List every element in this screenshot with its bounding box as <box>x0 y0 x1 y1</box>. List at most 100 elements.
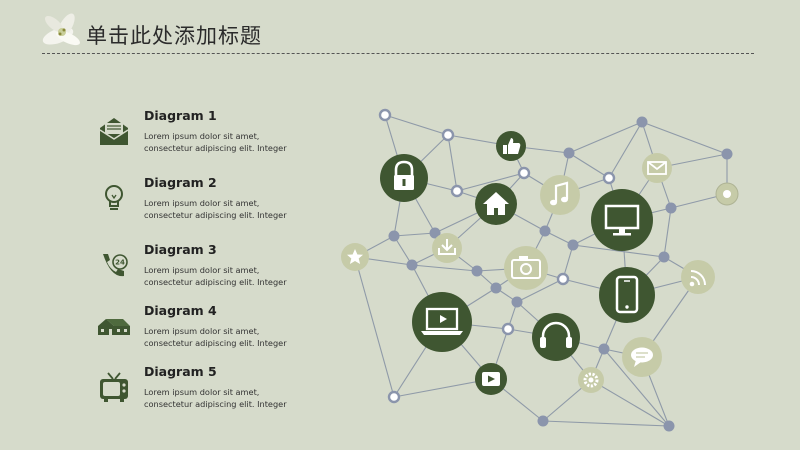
home-icon <box>483 192 509 215</box>
diagram-label: Diagram 5 <box>144 364 217 379</box>
diagram-label: Diagram 4 <box>144 303 217 318</box>
slide-header: 单击此处添加标题 <box>0 0 800 56</box>
network-dot <box>663 420 675 432</box>
diagram-description: Lorem ipsum dolor sit amet, consectetur … <box>144 131 287 153</box>
lily-flower-icon <box>42 13 80 46</box>
smartphone-icon <box>615 275 639 314</box>
page-title[interactable]: 单击此处添加标题 <box>86 24 262 48</box>
network-connection <box>542 420 670 427</box>
mail-icon <box>647 161 667 175</box>
network-ring-dot <box>387 390 401 404</box>
network-connection <box>663 207 672 258</box>
laptop-icon <box>421 307 463 335</box>
play-node[interactable] <box>475 363 507 395</box>
music-node[interactable] <box>540 175 580 215</box>
camera-icon <box>511 256 541 279</box>
network-connection <box>447 134 458 192</box>
camera-node[interactable] <box>504 246 548 290</box>
list-item-diagram-3: 24 Diagram 3 Lorem ipsum dolor sit amet,… <box>95 242 355 298</box>
diagram-label: Diagram 2 <box>144 175 217 190</box>
network-connection <box>456 172 525 192</box>
network-connection <box>393 378 492 398</box>
lock-node[interactable] <box>380 154 428 202</box>
network-small-nodes <box>378 108 739 432</box>
diagram-description: Lorem ipsum dolor sit amet, consectetur … <box>144 326 287 348</box>
network-ring-dot <box>441 128 455 142</box>
svg-text:24: 24 <box>115 259 125 267</box>
star-icon <box>347 249 363 264</box>
network-dot <box>511 296 523 308</box>
network-dot <box>471 265 483 277</box>
house-icon <box>98 319 130 335</box>
smartphone-node[interactable] <box>599 267 655 323</box>
network-ring-dot <box>517 166 531 180</box>
network-dot <box>388 230 400 242</box>
chat-icon <box>631 347 653 367</box>
network-ring-dot <box>556 272 570 286</box>
network-dot <box>539 225 551 237</box>
network-connection <box>516 278 564 303</box>
headphones-icon <box>540 321 572 348</box>
list-item-diagram-4: Diagram 4 Lorem ipsum dolor sit amet, co… <box>95 303 355 359</box>
title-divider <box>42 53 754 54</box>
cog-dot-center <box>723 190 731 198</box>
network-dot <box>490 282 502 294</box>
headphones-node[interactable] <box>532 313 580 361</box>
monitor-node[interactable] <box>591 189 653 251</box>
chat-node[interactable] <box>622 337 662 377</box>
diagram-description: Lorem ipsum dolor sit amet, consectetur … <box>144 265 287 287</box>
network-dot <box>636 116 648 128</box>
network-connection <box>354 256 395 398</box>
mail-open-icon <box>99 118 129 145</box>
lock-icon <box>394 160 414 190</box>
gear-node[interactable] <box>578 367 604 393</box>
network-dot <box>563 147 575 159</box>
diagram-description: Lorem ipsum dolor sit amet, consectetur … <box>144 198 287 220</box>
network-dot <box>665 202 677 214</box>
network-connection <box>393 235 413 266</box>
list-item-diagram-1: Diagram 1 Lorem ipsum dolor sit amet, co… <box>95 108 355 164</box>
network-ring-dot <box>450 184 464 198</box>
network-dot <box>598 343 610 355</box>
network-ring-dot <box>602 171 616 185</box>
tv-icon <box>100 372 128 402</box>
network-ring-dot <box>501 322 515 336</box>
laptop-node[interactable] <box>412 292 472 352</box>
mail-node[interactable] <box>642 153 672 183</box>
network-dot <box>658 251 670 263</box>
thumbs-up-icon <box>503 138 521 154</box>
network-dot <box>721 148 733 160</box>
music-icon <box>550 181 569 206</box>
diagram-label: Diagram 1 <box>144 108 217 123</box>
network-dot <box>406 259 418 271</box>
thumbs-up-node[interactable] <box>496 131 526 161</box>
rss-icon <box>689 270 706 287</box>
list-item-diagram-5: Diagram 5 Lorem ipsum dolor sit amet, co… <box>95 364 355 420</box>
network-connection <box>572 244 665 258</box>
network-dot <box>537 415 549 427</box>
diagram-description: Lorem ipsum dolor sit amet, consectetur … <box>144 387 287 409</box>
network-connection <box>568 121 643 154</box>
network-dot <box>429 227 441 239</box>
phone-24h-icon: 24 <box>103 254 128 277</box>
home-node[interactable] <box>475 183 517 225</box>
list-item-diagram-2: Diagram 2 Lorem ipsum dolor sit amet, co… <box>95 175 355 231</box>
download-icon <box>438 239 456 255</box>
network-connection <box>393 232 436 237</box>
network-connection <box>641 121 728 155</box>
network-connection <box>590 379 670 427</box>
network-connection <box>568 152 610 179</box>
network-connection <box>603 348 670 427</box>
network-ring-dot <box>378 108 392 122</box>
network-dot <box>567 239 579 251</box>
monitor-icon <box>604 204 640 236</box>
network-connection <box>608 121 643 179</box>
star-node[interactable] <box>341 243 369 271</box>
gear-icon <box>583 372 599 388</box>
download-node[interactable] <box>432 233 462 263</box>
play-icon <box>482 372 500 386</box>
diagram-label: Diagram 3 <box>144 242 217 257</box>
network-connection <box>411 264 478 272</box>
rss-node[interactable] <box>681 260 715 294</box>
